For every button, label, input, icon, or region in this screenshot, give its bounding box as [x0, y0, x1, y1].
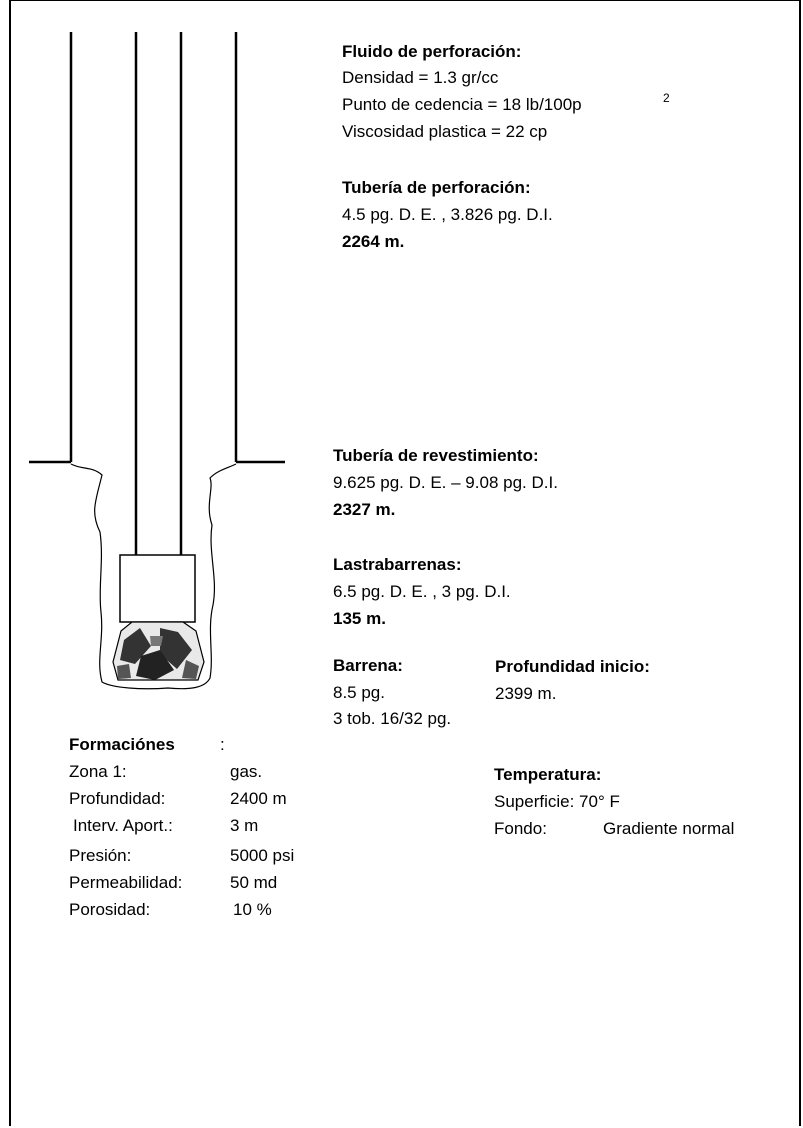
drill-pipe-length: 2264 m.: [342, 232, 405, 251]
casing-length: 2327 m.: [333, 500, 396, 519]
drill-pipe-dims: 4.5 pg. D. E. , 3.826 pg. D.I.: [342, 205, 553, 224]
formations-title: Formaciónes: [69, 735, 175, 754]
formation-value: 10 %: [233, 900, 272, 919]
temperature-title: Temperatura:: [494, 765, 602, 784]
formation-value: gas.: [230, 762, 263, 781]
bit-title: Barrena:: [333, 656, 403, 675]
formation-value: 50 md: [230, 873, 278, 892]
formation-label: Permeabilidad:: [69, 873, 183, 892]
collar-title: Lastrabarrenas:: [333, 555, 462, 574]
formation-label: Porosidad:: [69, 900, 151, 919]
formations-colon: :: [220, 735, 225, 754]
casing-title: Tubería de revestimiento:: [333, 446, 539, 465]
formation-label: Zona 1:: [69, 762, 127, 781]
fluid-title: Fluido de perforación:: [342, 42, 522, 61]
open-hole-outline: [70, 463, 237, 690]
collar-dims: 6.5 pg. D. E. , 3 pg. D.I.: [333, 582, 511, 601]
temperature-bottom-value: Gradiente normal: [603, 819, 735, 838]
casing-dims: 9.625 pg. D. E. – 9.08 pg. D.I.: [333, 473, 558, 492]
temperature-surface: Superficie: 70° F: [494, 792, 620, 811]
fluid-plastic-viscosity: Viscosidad plastica = 22 cp: [342, 122, 548, 141]
collar-length: 135 m.: [333, 609, 386, 628]
drill-pipe-title: Tubería de perforación:: [342, 178, 531, 197]
start-depth-value: 2399 m.: [495, 684, 557, 703]
formation-label: Presión:: [69, 846, 132, 865]
formation-label: Profundidad:: [69, 789, 166, 808]
page-frame: [9, 0, 801, 1126]
temperature-bottom-label: Fondo:: [494, 819, 547, 838]
formation-value: 2400 m: [230, 789, 287, 808]
bit-nozzles: 3 tob. 16/32 pg.: [333, 709, 452, 728]
formation-value: 5000 psi: [230, 846, 295, 865]
drill-collar: [119, 554, 196, 623]
formation-label: Interv. Aport.:: [73, 816, 173, 835]
formation-value: 3 m: [230, 816, 259, 835]
bit-size: 8.5 pg.: [333, 683, 385, 702]
drill-bit: [112, 621, 205, 681]
fluid-yield-point: Punto de cedencia = 18 lb/100p: [342, 95, 582, 114]
start-depth-title: Profundidad inicio:: [495, 657, 650, 676]
fluid-density: Densidad = 1.3 gr/cc: [342, 68, 499, 87]
fluid-yield-point-superscript: 2: [663, 91, 670, 105]
